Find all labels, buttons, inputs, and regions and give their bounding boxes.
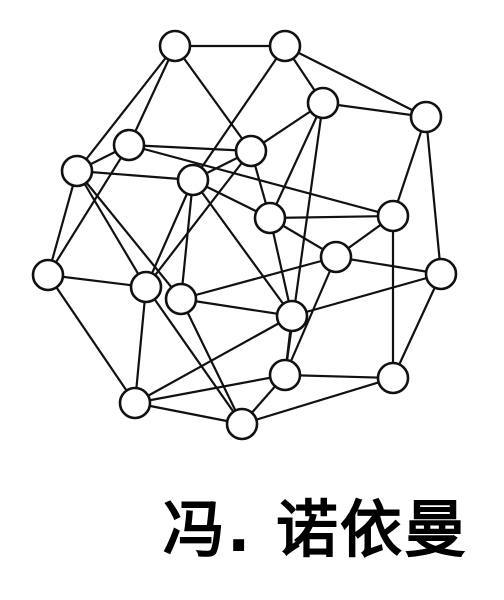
- graph-edge: [127, 143, 395, 218]
- graph-node: [319, 240, 353, 274]
- graph-edge: [334, 255, 443, 276]
- graph-edge: [268, 101, 325, 220]
- graph-node: [376, 199, 410, 233]
- graph-node: [409, 100, 443, 134]
- graph-edge: [127, 44, 177, 147]
- graph-edge: [144, 178, 195, 289]
- graph-node: [306, 86, 340, 120]
- graph-node: [164, 282, 198, 316]
- graph-edge: [133, 373, 287, 405]
- graph-edge: [46, 273, 148, 289]
- network-graph: [31, 29, 458, 441]
- graph-node: [253, 201, 287, 235]
- graph-edge: [127, 143, 253, 153]
- graph-edge: [75, 44, 177, 173]
- graph-node: [60, 154, 94, 188]
- graph-edge: [179, 255, 338, 301]
- graph-node: [268, 29, 302, 63]
- graph-edge: [179, 297, 294, 318]
- graph-node: [158, 29, 192, 63]
- graph-node: [275, 299, 309, 333]
- graph-edge: [133, 401, 244, 426]
- graph-edge: [283, 44, 428, 119]
- graph-edge: [75, 169, 148, 289]
- graph-node: [424, 257, 458, 291]
- graph-node: [268, 358, 302, 392]
- graph-edge: [75, 169, 195, 182]
- graph-edge: [179, 178, 195, 301]
- graph-edge: [191, 178, 294, 318]
- graph-edge: [268, 216, 294, 318]
- graph-edge: [283, 255, 338, 377]
- graph-edge: [424, 115, 443, 276]
- graph-edge: [75, 169, 183, 301]
- graph-edge: [144, 285, 244, 426]
- graph-edge: [391, 272, 443, 380]
- graph-edge: [144, 149, 253, 289]
- graph-edge: [391, 115, 428, 218]
- caption-name: 冯. 诺依曼: [162, 493, 468, 566]
- graph-node: [376, 361, 410, 395]
- graph-node: [118, 386, 152, 420]
- graph-node: [31, 258, 65, 292]
- graph-node: [112, 128, 146, 162]
- graph-edge: [290, 272, 443, 318]
- graph-node: [234, 134, 268, 168]
- graph-node: [176, 163, 210, 197]
- graph-edge: [268, 214, 395, 220]
- graph-edge: [46, 143, 131, 277]
- graph-node: [129, 270, 163, 304]
- graph-edge: [173, 44, 253, 153]
- graph-edge: [283, 373, 395, 380]
- graph-nodes: [31, 29, 458, 441]
- graph-edge: [240, 376, 395, 426]
- graph-edge: [46, 169, 79, 277]
- graph-edge: [321, 101, 428, 119]
- graph-edge: [191, 44, 287, 182]
- graph-edge: [46, 273, 137, 405]
- graph-edge: [133, 285, 148, 405]
- graph-node: [225, 407, 259, 441]
- graph-edge: [133, 314, 294, 405]
